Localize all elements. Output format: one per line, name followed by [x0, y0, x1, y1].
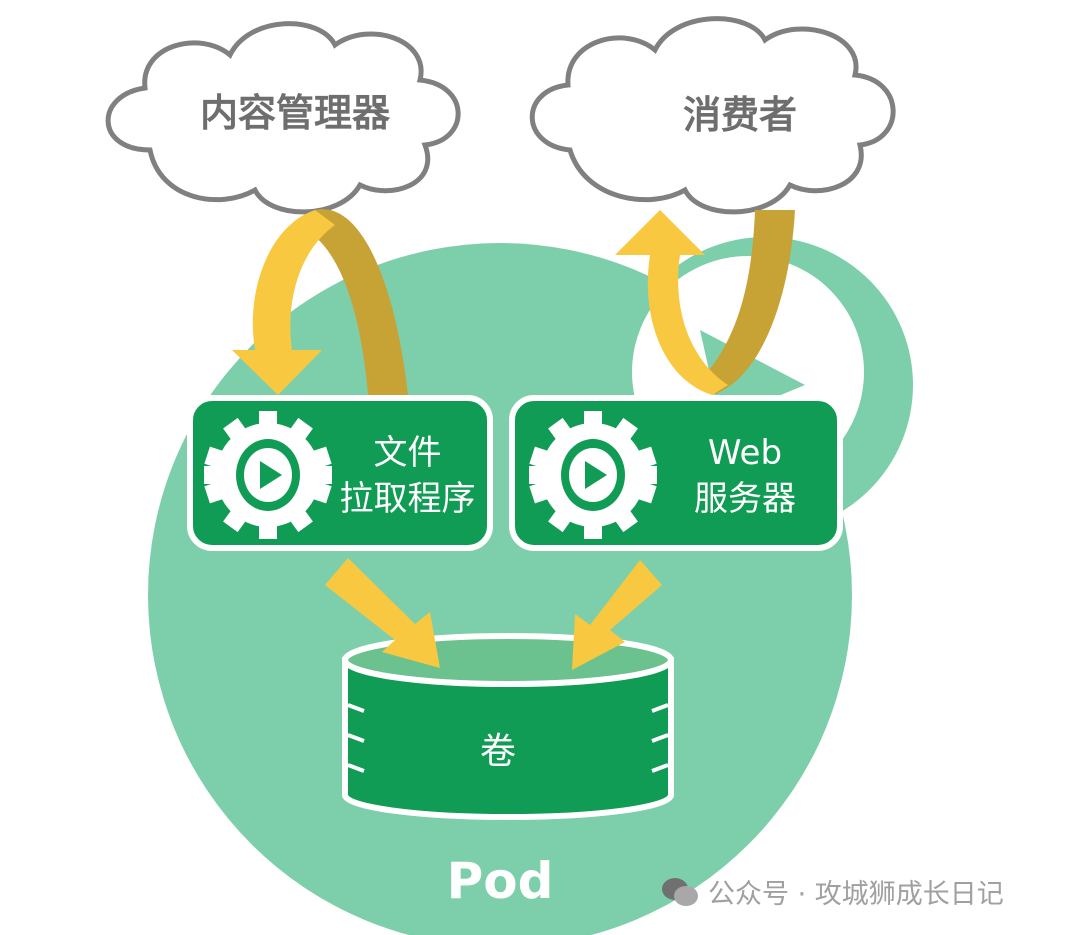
file-puller-line1: 文件 — [373, 433, 442, 473]
file-puller-label: 文件 拉取程序 — [325, 430, 490, 522]
pod-label: Pod — [446, 852, 554, 910]
web-server-label: Web 服务器 — [670, 430, 820, 522]
file-puller-line2: 拉取程序 — [339, 479, 476, 519]
arrow-puller-to-volume — [325, 558, 440, 668]
cloud-content-manager — [105, 21, 461, 215]
content-manager-label: 内容管理器 — [199, 91, 390, 135]
gear-play-icon — [204, 411, 332, 539]
cloud-consumer — [529, 16, 896, 215]
arrow-pull-front — [232, 210, 335, 395]
arrow-pull-back — [305, 209, 408, 395]
volume-label: 卷 — [479, 731, 516, 772]
web-server-line2: 服务器 — [694, 479, 796, 519]
wechat-icon — [662, 877, 698, 906]
watermark: 公众号 · 攻城狮成长日记 — [660, 872, 1004, 911]
consumer-label: 消费者 — [682, 93, 797, 137]
arrow-serve-front — [615, 210, 728, 395]
watermark-text: 公众号 · 攻城狮成长日记 — [708, 879, 1004, 910]
gear-play-icon — [529, 411, 657, 539]
web-server-line1: Web — [707, 433, 783, 473]
arrow-server-to-volume — [572, 560, 662, 670]
arrow-serve-back — [705, 210, 795, 395]
